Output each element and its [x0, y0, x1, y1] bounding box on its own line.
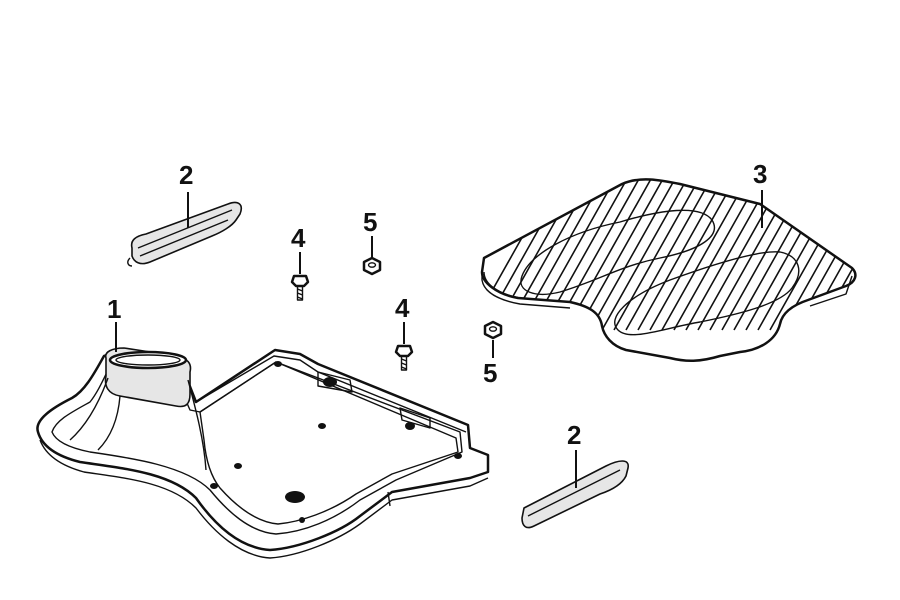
mat-groove-line	[625, 179, 717, 331]
part-2-lower-trim-strip	[521, 460, 629, 529]
callout-2-upper: 2	[179, 160, 193, 190]
leader-lines	[115, 190, 763, 488]
part-5-nut-b	[483, 320, 503, 340]
callout-4-lower: 4	[395, 293, 410, 323]
mat-groove-line	[565, 179, 657, 331]
mat-groove-line	[577, 179, 669, 331]
callout-4-upper: 4	[291, 223, 306, 253]
part-3-floor-mat	[480, 170, 900, 362]
mat-groove-line	[589, 179, 681, 331]
callout-2-lower: 2	[567, 420, 581, 450]
mat-groove-line	[829, 179, 856, 331]
callout-1: 1	[107, 294, 121, 324]
callout-5-upper: 5	[363, 207, 377, 237]
mat-groove-line	[866, 170, 900, 330]
part-2-upper-trim-strip	[127, 201, 243, 267]
part-1-floor-tray	[36, 347, 490, 559]
mat-groove-line	[613, 179, 705, 331]
mat-groove-line	[649, 179, 741, 331]
mat-groove-line	[841, 179, 856, 331]
mat-groove-line	[817, 179, 856, 331]
part-4-bolt-b	[394, 344, 414, 371]
part-5-nut-a	[362, 256, 382, 276]
mat-groove-line	[637, 179, 729, 331]
mat-groove-line	[601, 179, 693, 331]
callout-5-lower: 5	[483, 358, 497, 388]
callout-3: 3	[753, 159, 767, 189]
part-4-bolt-a	[290, 274, 310, 301]
mat-groove-line	[853, 179, 856, 331]
